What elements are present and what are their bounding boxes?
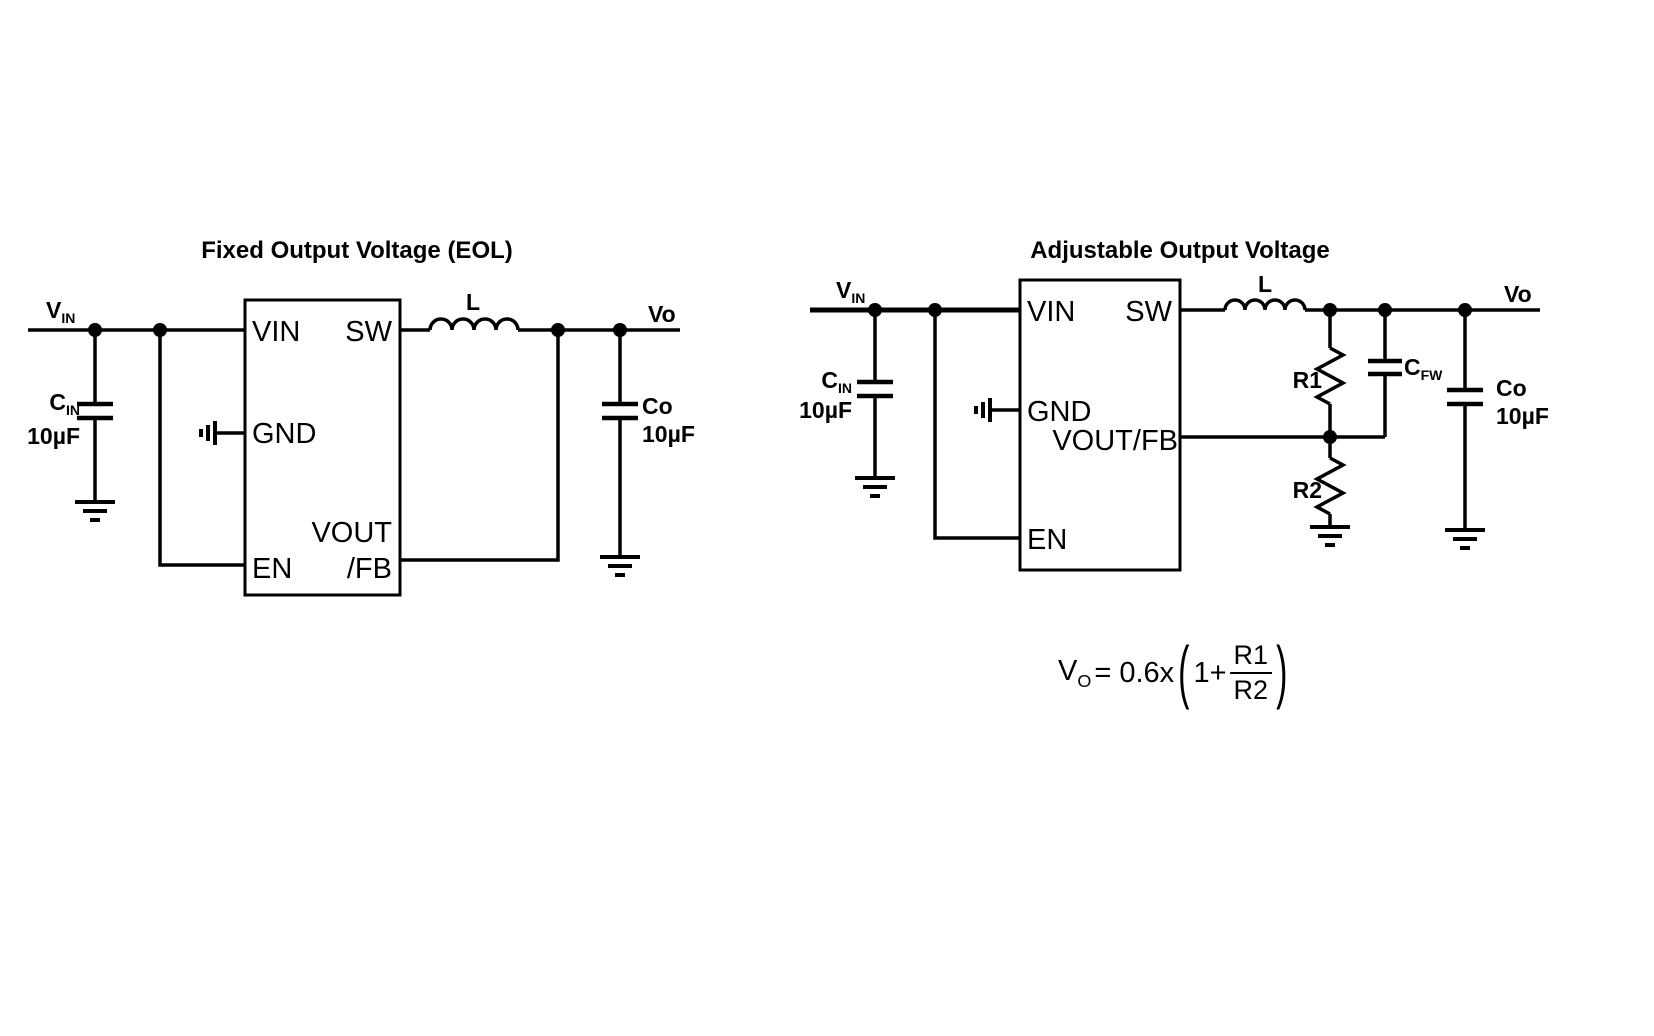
pin-label-vin: VIN — [252, 316, 300, 348]
co-value-label: 10µF — [642, 421, 695, 447]
formula-equals: = 0.6x — [1094, 656, 1175, 689]
feedforward-capacitor-cfw: CFW — [1368, 310, 1443, 437]
formula-vo: VO — [1058, 654, 1092, 691]
adjustable-output-circuit: Adjustable Output Voltage VIN CIN 10µF — [799, 237, 1549, 572]
co-label: Co — [1496, 375, 1527, 401]
cfw-label: CFW — [1404, 354, 1443, 383]
input-capacitor-cin: CIN 10µF — [799, 310, 895, 498]
gnd-pin-ground-symbol — [199, 421, 245, 445]
r1-label: R1 — [1293, 367, 1323, 393]
ground-symbol — [1310, 525, 1350, 547]
ground-symbol — [600, 555, 640, 577]
resistor-r1: R1 — [1293, 310, 1347, 437]
formula-fraction: R1 R2 — [1229, 640, 1273, 706]
pin-label-vin: VIN — [1027, 296, 1075, 328]
ground-symbol — [75, 500, 115, 522]
cin-value-label: 10µF — [27, 423, 80, 449]
pin-label-sw: SW — [1125, 296, 1172, 328]
fixed-circuit-title: Fixed Output Voltage (EOL) — [201, 237, 513, 264]
cin-label: CIN — [49, 389, 80, 418]
formula-open-paren: ( — [1178, 633, 1190, 711]
ground-symbol — [1445, 528, 1485, 550]
r2-label: R2 — [1293, 477, 1322, 503]
adjustable-circuit-title: Adjustable Output Voltage — [1030, 237, 1330, 264]
vin-net-label: VIN — [46, 297, 75, 326]
pin-label-voutfb: VOUT/FB — [1052, 425, 1178, 457]
cin-value-label: 10µF — [799, 397, 852, 423]
output-voltage-formula: VO = 0.6x ( 1+ R1 R2 ) — [1058, 633, 1288, 711]
formula-denominator: R2 — [1233, 675, 1269, 706]
enable-wire — [933, 310, 1020, 540]
inductor-coil — [1223, 298, 1307, 311]
enable-wire — [158, 330, 245, 567]
input-capacitor-cin: CIN 10µF — [27, 330, 115, 522]
fixed-output-circuit: Fixed Output Voltage (EOL) VIN CIN 10µF — [27, 237, 695, 597]
formula-numerator: R1 — [1229, 640, 1273, 675]
co-value-label: 10µF — [1496, 403, 1549, 429]
pin-label-en: EN — [1027, 524, 1067, 556]
resistor-r2: R2 — [1293, 437, 1350, 547]
co-label: Co — [642, 393, 673, 419]
output-capacitor-co: Co 10µF — [1445, 310, 1549, 550]
regulator-ic-body — [243, 298, 402, 597]
vo-net-label: Vo — [1504, 281, 1532, 307]
vin-net-label: VIN — [836, 277, 865, 306]
inductor-label: L — [1258, 271, 1272, 297]
output-capacitor-co: Co 10µF — [600, 330, 695, 577]
feedback-wire — [400, 330, 560, 562]
pin-label-gnd: GND — [1027, 396, 1091, 428]
pin-label-sw: SW — [345, 316, 392, 348]
ground-symbol — [855, 476, 895, 498]
pin-label-vout: VOUT — [311, 517, 392, 549]
cin-label: CIN — [821, 367, 852, 396]
pin-label-gnd: GND — [252, 418, 316, 450]
vo-net-label: Vo — [648, 301, 676, 327]
gnd-pin-ground-symbol — [974, 398, 1020, 422]
pin-label-en: EN — [252, 553, 292, 585]
inductor-coil — [428, 317, 520, 331]
formula-close-paren: ) — [1276, 633, 1288, 711]
inductor-label: L — [466, 289, 480, 315]
regulator-ic-body — [1018, 278, 1182, 572]
formula-one-plus: 1+ — [1193, 656, 1227, 689]
pin-label-fb: /FB — [347, 553, 392, 585]
